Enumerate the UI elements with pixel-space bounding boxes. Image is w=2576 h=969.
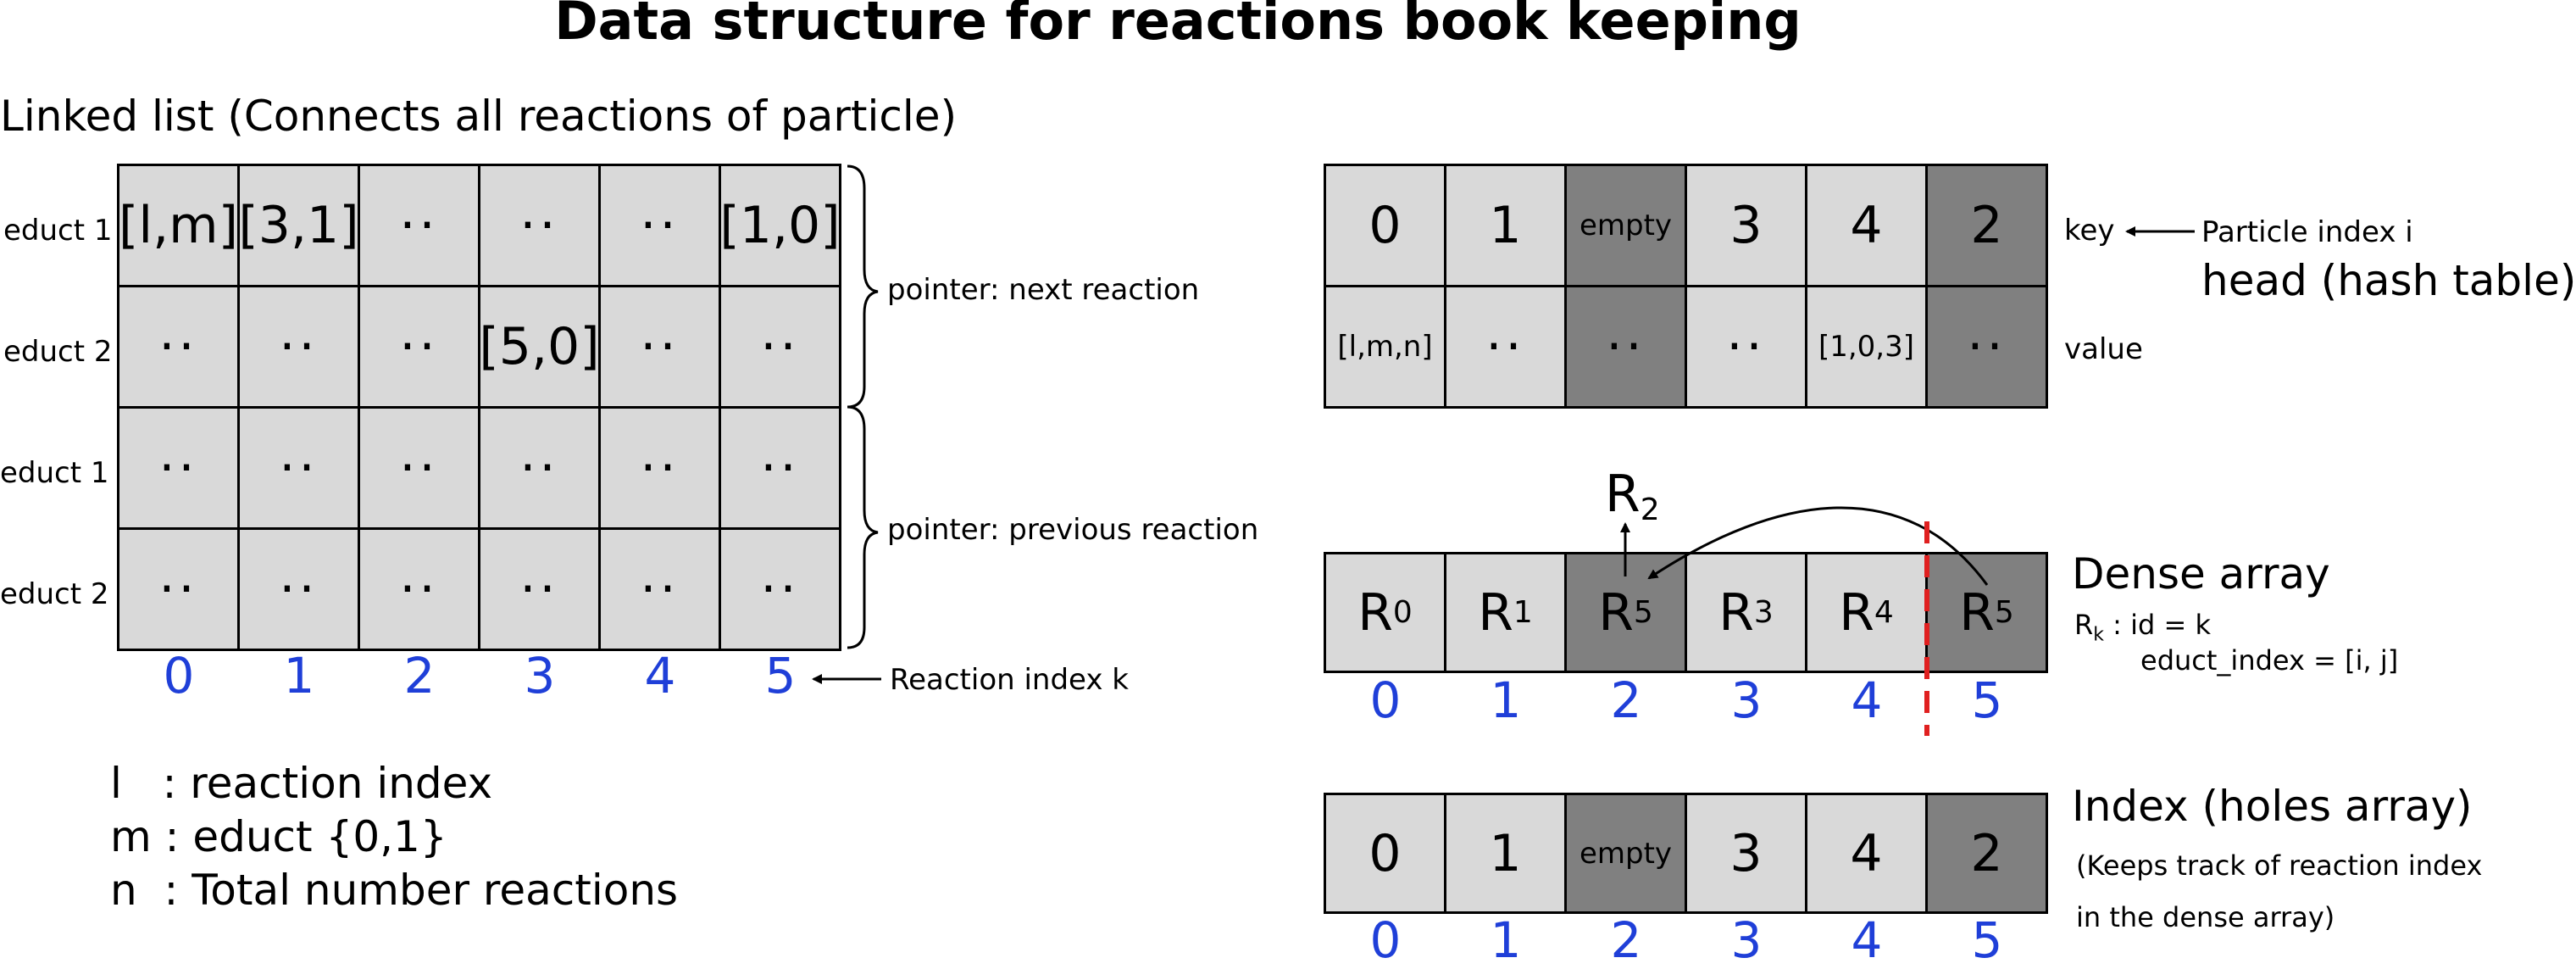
table-cell: ·· (480, 166, 601, 287)
reaction-index-label: Reaction index k (890, 663, 1129, 697)
table-cell: ·· (360, 409, 480, 530)
table-cell: ·· (119, 409, 240, 530)
table-cell: ·· (240, 409, 360, 530)
row-label: educt 1 (3, 214, 113, 248)
table-cell: ·· (601, 166, 721, 287)
reaction-index-number: 2 (403, 647, 436, 704)
dense-array-heading: Dense array (2072, 549, 2330, 599)
move-curve-arrow (1647, 506, 1989, 586)
dense-index-number: 2 (1610, 671, 1642, 729)
table-cell: ·· (360, 287, 480, 409)
legend-educt: m : educt {0,1} (110, 812, 447, 861)
holes-index-number: 1 (1490, 911, 1522, 969)
row-label: educt 1 (0, 456, 109, 490)
table-cell: [1,0] (719, 166, 841, 287)
table-cell: ·· (480, 409, 601, 530)
holes-index-number: 3 (1730, 911, 1763, 969)
holes-desc-line2: in the dense array) (2076, 901, 2335, 933)
holes-desc-line1: (Keeps track of reaction index (2076, 849, 2483, 882)
legend-total-reactions: n : Total number reactions (110, 866, 679, 915)
hash-key-cell: 0 (1326, 166, 1446, 287)
reaction-index-number: 4 (644, 647, 676, 704)
hash-key-cell: 2 (1928, 166, 2048, 287)
reaction-index-number: 0 (163, 647, 195, 704)
table-cell: [l,m] (119, 166, 240, 287)
table-cell: [3,1] (238, 166, 360, 287)
head-caption: head (hash table) (2201, 256, 2576, 305)
dense-index-number: 5 (1971, 671, 2003, 729)
value-label: value (2064, 332, 2143, 366)
holes-array-heading: Index (holes array) (2072, 782, 2473, 831)
hash-value-cell: ·· (1928, 287, 2048, 409)
table-cell: ·· (721, 287, 841, 409)
hash-value-cell: [1,0,3] (1807, 287, 1928, 409)
table-cell: ·· (721, 530, 841, 651)
dense-index-number: 3 (1730, 671, 1763, 729)
dense-desc-id: Rk : id = k (2074, 609, 2211, 646)
key-label: key (2064, 214, 2115, 248)
reaction-index-number: 5 (764, 647, 797, 704)
table-cell: ·· (721, 409, 841, 530)
particle-index-label: Particle index i (2201, 215, 2413, 249)
dense-index-number: 0 (1369, 671, 1402, 729)
dense-index-number: 1 (1490, 671, 1522, 729)
brace-prev-label: pointer: previous reaction (887, 513, 1259, 547)
reaction-index-number: 3 (524, 647, 556, 704)
diagram-title: Data structure for reactions book keepin… (554, 0, 1802, 52)
moved-reaction-label: R2 (1605, 465, 1660, 527)
linked-list-heading: Linked list (Connects all reactions of p… (0, 92, 958, 141)
holes-array-cell: 3 (1687, 795, 1807, 914)
row-label: educt 2 (3, 335, 113, 369)
hash-value-cell: ·· (1567, 287, 1687, 409)
table-cell: ·· (360, 166, 480, 287)
hash-value-cell: ·· (1687, 287, 1807, 409)
hash-value-cell: [l,m,n] (1326, 287, 1446, 409)
table-cell: ·· (360, 530, 480, 651)
table-cell: ·· (601, 530, 721, 651)
reaction-index-number: 1 (283, 647, 315, 704)
holes-index-number: 2 (1610, 911, 1642, 969)
hash-key-cell: 1 (1446, 166, 1567, 287)
legend-reaction-index: l : reaction index (110, 759, 493, 808)
table-cell: ·· (601, 287, 721, 409)
holes-index-number: 4 (1851, 911, 1883, 969)
holes-index-number: 5 (1971, 911, 2003, 969)
table-cell: ·· (601, 409, 721, 530)
hash-key-cell: 4 (1807, 166, 1928, 287)
holes-array-cell: empty (1567, 795, 1687, 914)
dense-desc-educt-index: educt_index = [i, j] (2140, 644, 2399, 677)
dense-index-number: 4 (1851, 671, 1883, 729)
holes-array-cell: 4 (1807, 795, 1928, 914)
holes-array-cell: 0 (1326, 795, 1446, 914)
table-cell: ·· (119, 287, 240, 409)
linked-list-table: [l,m][3,1]······[1,0]······[5,0]········… (117, 164, 841, 651)
table-cell: ·· (240, 287, 360, 409)
brace-next (847, 164, 879, 409)
holes-array-cell: 1 (1446, 795, 1567, 914)
row-label: educt 2 (0, 577, 109, 611)
holes-array-cell: 2 (1928, 795, 2048, 914)
holes-index-number: 0 (1369, 911, 1402, 969)
hash-key-cell: 3 (1687, 166, 1807, 287)
table-cell: [5,0] (479, 287, 601, 409)
table-cell: ·· (240, 530, 360, 651)
brace-prev (847, 405, 879, 649)
brace-next-label: pointer: next reaction (887, 273, 1200, 307)
hash-key-cell: empty (1567, 166, 1687, 287)
table-cell: ·· (119, 530, 240, 651)
hash-value-cell: ·· (1446, 287, 1567, 409)
table-cell: ·· (480, 530, 601, 651)
